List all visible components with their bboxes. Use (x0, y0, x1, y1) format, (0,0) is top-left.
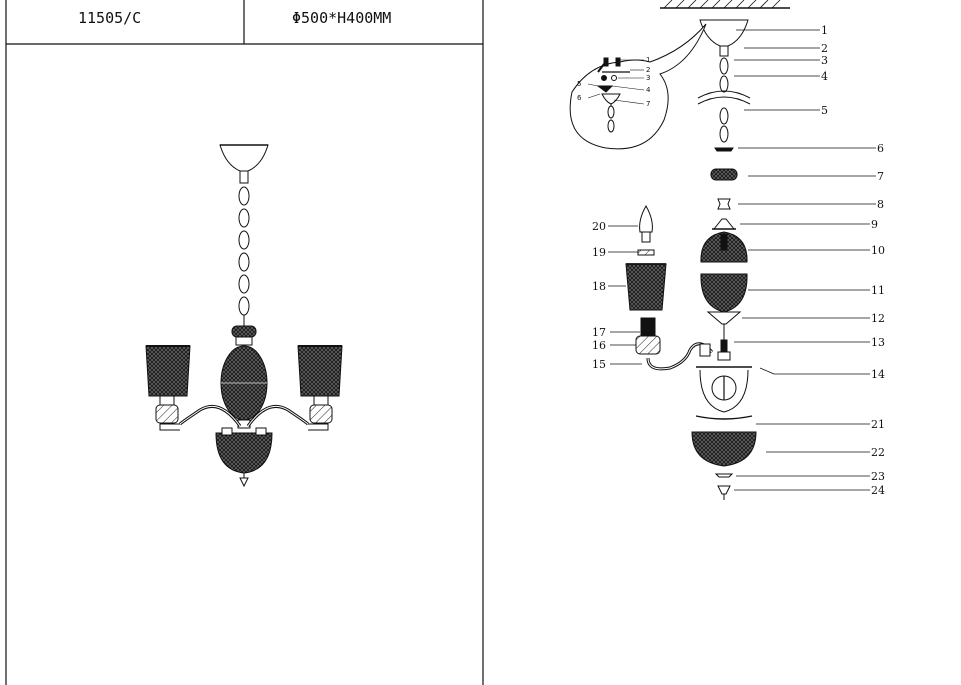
detail-callout-2: 2 (646, 66, 650, 74)
leader-lines-detail (587, 59, 645, 105)
callout-8: 8 (877, 198, 884, 211)
callout-5: 5 (821, 104, 828, 117)
callout-14: 14 (871, 368, 885, 381)
callout-9: 9 (871, 218, 878, 231)
leader-lines-right (734, 29, 876, 491)
callout-4: 4 (821, 70, 828, 83)
callout-6: 6 (877, 142, 884, 155)
callout-22: 22 (871, 446, 885, 459)
detail-inset (596, 57, 630, 133)
callout-19: 19 (592, 246, 606, 259)
callout-2: 2 (821, 42, 828, 55)
detail-callout-3: 3 (646, 74, 650, 82)
exploded-view (569, 0, 790, 500)
detail-callout-7: 7 (646, 100, 650, 108)
detail-callout-1: 1 (646, 56, 650, 64)
left-panel-frame (5, 0, 484, 685)
callout-13: 13 (871, 336, 885, 349)
callout-24: 24 (871, 484, 885, 497)
callout-15: 15 (592, 358, 606, 371)
callout-16: 16 (592, 339, 606, 352)
detail-callouts: 1 2 3 4 7 5 6 (577, 56, 651, 108)
detail-callout-6: 6 (577, 94, 582, 102)
callout-12: 12 (871, 312, 885, 325)
chain (238, 186, 250, 316)
callout-7: 7 (877, 170, 884, 183)
dimensions-label: Φ500*H400MM (292, 9, 392, 27)
callout-17: 17 (592, 326, 606, 339)
callout-18: 18 (592, 280, 606, 293)
callout-20: 20 (592, 220, 606, 233)
callout-23: 23 (871, 470, 885, 483)
callouts-left: 20 19 18 17 16 15 (592, 220, 606, 371)
callouts-right: 1 2 3 4 5 6 7 8 9 10 11 12 13 14 21 22 2… (821, 24, 885, 497)
callout-21: 21 (871, 418, 885, 431)
detail-callout-4: 4 (646, 86, 651, 94)
leader-lines-left (608, 225, 642, 365)
model-code: 11505/C (78, 9, 142, 27)
callout-1: 1 (821, 24, 828, 37)
callout-10: 10 (871, 244, 885, 257)
callout-3: 3 (821, 54, 828, 67)
assembled-chandelier (145, 144, 343, 488)
detail-callout-5: 5 (577, 80, 581, 88)
callout-11: 11 (871, 284, 885, 297)
